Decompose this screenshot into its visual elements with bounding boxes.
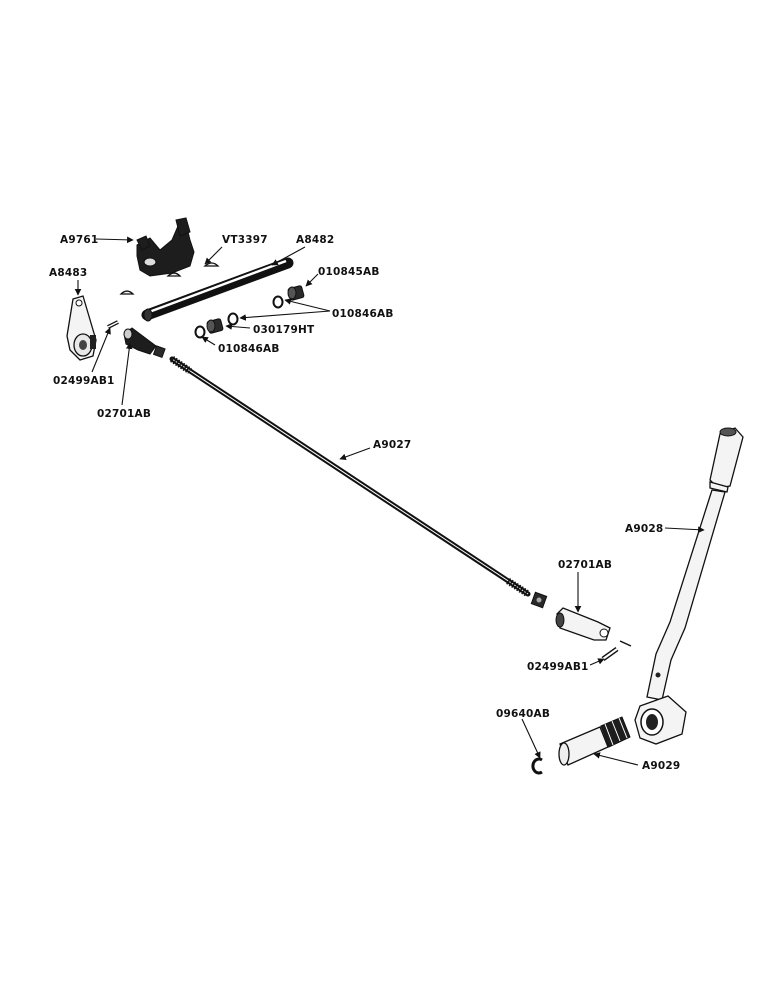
label-010845ab: 010845AB [318,266,380,278]
label-02701ab-right: 02701AB [558,559,612,571]
nut-part-right [530,591,548,609]
label-a9029: A9029 [642,760,680,772]
stub-shaft-part [558,716,631,766]
label-a9761: A9761 [60,234,98,246]
label-a9027: A9027 [373,439,411,451]
pin-part-left [107,320,119,329]
shifter-fork-part [136,217,195,277]
bushing-part [287,285,305,301]
label-010846ab-lower: 010846AB [218,343,280,355]
label-02701ab-left: 02701AB [97,408,151,420]
nut-part-left [152,345,166,359]
leader-lines [74,236,705,766]
label-030179ht: 030179HT [253,324,315,336]
clevis-part-left [123,327,157,355]
shaft-part [141,257,294,322]
label-09640ab: 09640AB [496,708,550,720]
label-a9028: A9028 [625,523,663,535]
bushing-030179ht-part [206,318,224,334]
label-vt3397: VT3397 [222,234,268,246]
part-labels: A9761 VT3397 A8482 A8483 010845AB 010846… [49,234,680,772]
pin-part-right [601,640,632,662]
washer-part-upper [227,295,284,326]
label-010846ab-upper: 010846AB [332,308,394,320]
lever-arm-part [66,295,97,361]
washer-part-lower [194,325,206,339]
long-rod-part [169,356,531,597]
clevis-part-right [555,607,611,641]
label-a8483: A8483 [49,267,87,279]
label-a8482: A8482 [296,234,334,246]
snap-ring-part [531,757,543,775]
hand-lever-part [634,427,744,745]
label-02499ab1-left: 02499AB1 [53,375,115,387]
key-parts [119,262,220,295]
label-02499ab1-right: 02499AB1 [527,661,589,673]
